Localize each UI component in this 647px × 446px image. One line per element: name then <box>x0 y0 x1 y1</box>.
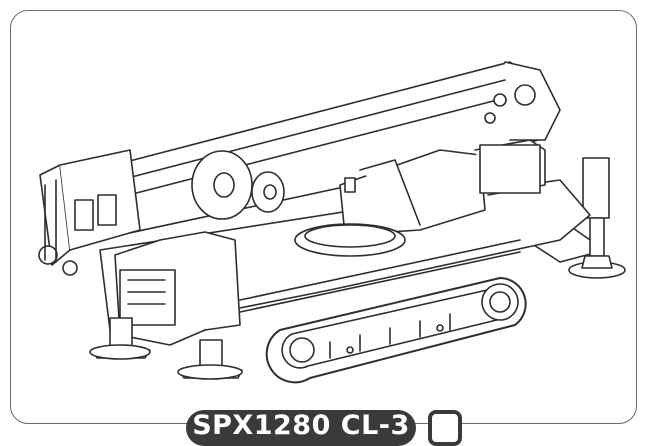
model-label: SPX1280 CL-3 <box>186 410 416 446</box>
model-label-group: SPX1280 CL-3 <box>186 410 476 446</box>
sheave-pulley <box>191 150 285 220</box>
outrigger-front-left <box>89 317 151 360</box>
selection-checkbox[interactable] <box>428 410 462 446</box>
crawler-track <box>265 277 527 384</box>
superstructure <box>339 139 546 236</box>
jib-head <box>38 149 141 276</box>
outrigger-front-center <box>177 339 243 380</box>
slewing-ring <box>294 223 406 257</box>
crane-illustration <box>38 61 626 384</box>
